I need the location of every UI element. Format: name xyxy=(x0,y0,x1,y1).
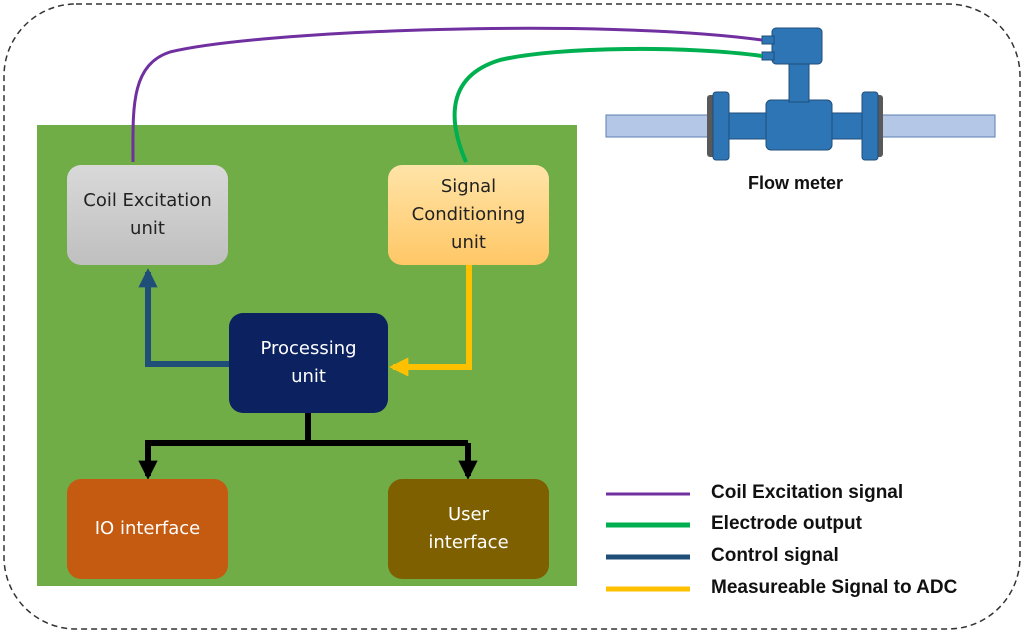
coil-excitation-unit-label: Coil Excitation unit xyxy=(83,190,212,239)
legend-label-coil-excitation: Coil Excitation signal xyxy=(711,482,904,503)
signal-conditioning-unit-label: Signal Conditioning unit xyxy=(411,176,526,253)
signal-conditioning-unit: Signal Conditioning unit xyxy=(388,165,549,265)
coil-excitation-wire xyxy=(131,26,763,163)
user-interface: User interface xyxy=(388,479,549,579)
processing-unit: Processing unit xyxy=(229,313,388,413)
electrode-wire xyxy=(452,46,763,163)
system-boundary xyxy=(3,3,1021,630)
processing-unit-label: Processing unit xyxy=(260,338,357,387)
user-interface-label: User interface xyxy=(428,504,509,553)
adc-signal-arrow xyxy=(389,265,472,377)
output-bus xyxy=(138,413,478,480)
legend-label-control-signal: Control signal xyxy=(711,545,839,566)
flow-meter-icon xyxy=(707,27,883,161)
legend-lines xyxy=(606,492,690,592)
control-signal-arrow xyxy=(138,268,229,367)
legend-label-adc-signal: Measureable Signal to ADC xyxy=(711,577,958,598)
io-interface: IO interface xyxy=(67,479,228,579)
coil-excitation-unit: Coil Excitation unit xyxy=(67,165,228,265)
flow-meter-label: Flow meter xyxy=(748,173,844,193)
legend-label-electrode-output: Electrode output xyxy=(711,513,862,534)
io-interface-label: IO interface xyxy=(94,518,201,539)
